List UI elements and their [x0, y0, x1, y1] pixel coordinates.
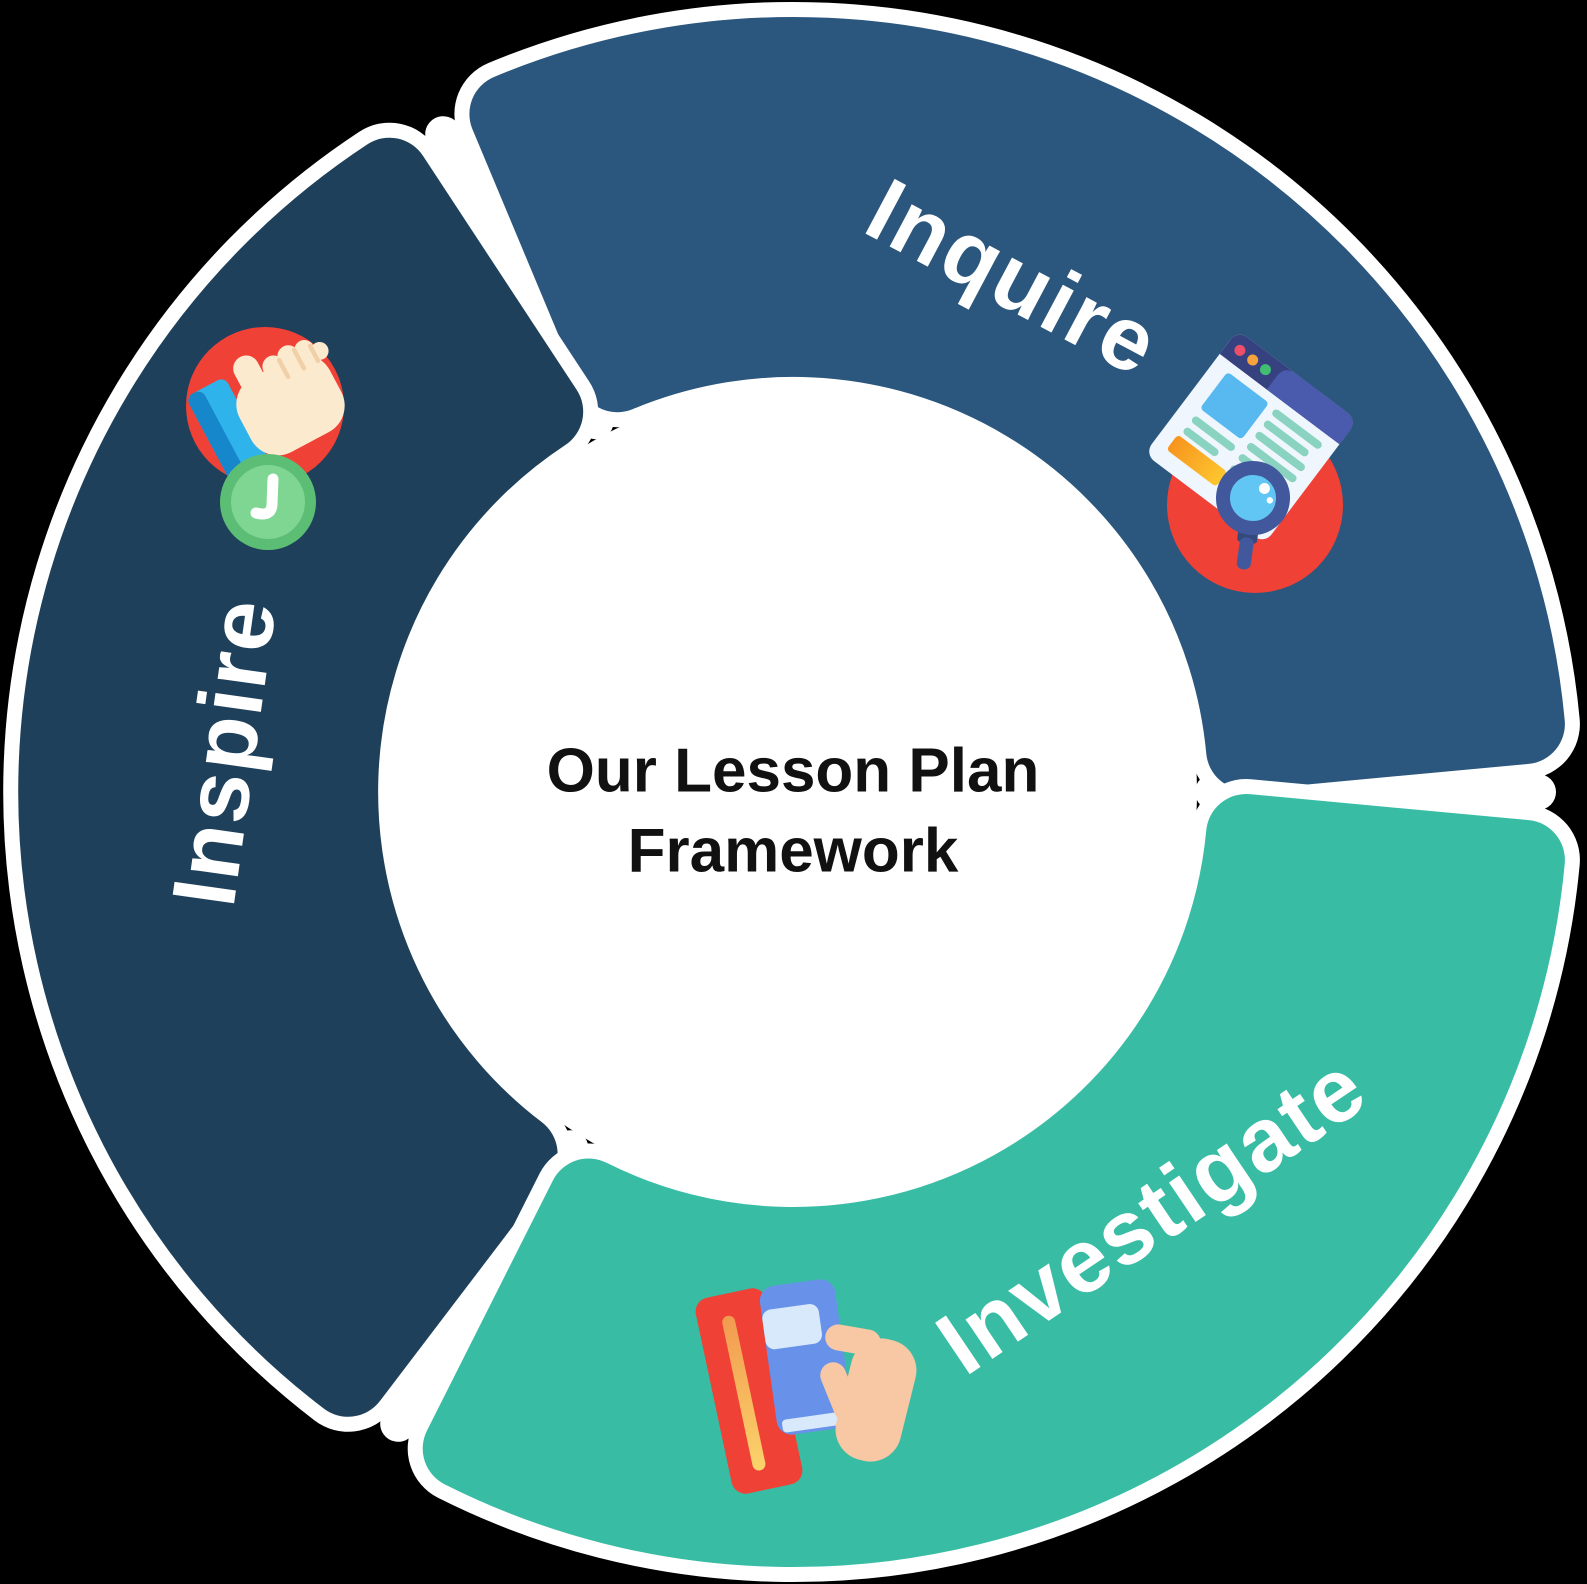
magnifier-lens — [1216, 461, 1290, 535]
check-mark — [250, 473, 279, 520]
book-label-band — [762, 1304, 822, 1350]
content-text-line — [1183, 427, 1219, 457]
magnifier-icon — [1216, 461, 1290, 570]
palm — [835, 1338, 917, 1462]
content-text-line — [1255, 431, 1305, 472]
window-dot-red — [1234, 344, 1246, 356]
segment-fill-inspire — [18, 137, 584, 1417]
browser-search-icon — [1149, 334, 1353, 593]
red-book — [695, 1288, 803, 1494]
ring-segment-inspire — [3, 122, 599, 1432]
diagram-title-line2: Framework — [628, 817, 959, 886]
lens-glare — [1266, 497, 1274, 504]
lens-glare — [1258, 482, 1270, 494]
diagram-title-line1: Our Lesson Plan — [547, 737, 1040, 806]
content-text-line — [1191, 416, 1235, 451]
approval-badge-icon — [220, 454, 316, 550]
thumb — [233, 355, 277, 414]
content-text-line — [1246, 442, 1297, 483]
thumb — [820, 1362, 860, 1422]
book-pages-edge — [782, 1411, 847, 1433]
content-text-line — [1272, 409, 1322, 449]
magnifier-handle — [1236, 537, 1254, 570]
holding-hand — [820, 1324, 917, 1462]
content-text-line — [1263, 420, 1309, 457]
titlebar-light-lower — [1266, 380, 1347, 445]
hand-holding-book-icon — [695, 1279, 917, 1494]
window-dot-green — [1259, 364, 1271, 376]
center-circle — [389, 388, 1197, 1196]
finger-creases — [276, 343, 321, 380]
book-spine-stripe — [722, 1315, 766, 1471]
window-dot-orange — [1247, 354, 1259, 366]
content-highlight-bar — [1167, 436, 1226, 486]
content-image-block — [1201, 373, 1268, 439]
browser-window — [1149, 334, 1353, 540]
titlebar-light-section — [1271, 370, 1353, 440]
thumbs-up-icon — [186, 327, 345, 550]
